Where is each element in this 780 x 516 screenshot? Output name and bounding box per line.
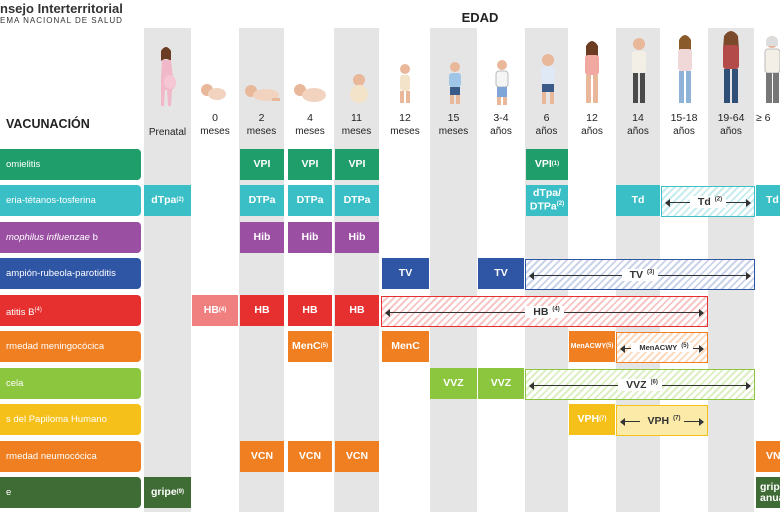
column-2-meses: [239, 28, 284, 512]
row-label-enfermedad-meningococica: rmedad meningocócica: [0, 331, 141, 362]
cell-vpi-11m: VPI: [335, 149, 379, 180]
org-subtitle: EMA NACIONAL DE SALUD: [0, 16, 123, 25]
cell-vpi-6a: VPI(1): [526, 149, 568, 180]
newborn-icon: [201, 84, 226, 100]
child-15-months-icon: [449, 62, 461, 104]
column-11-meses: [334, 28, 379, 512]
edad-heading: EDAD: [461, 10, 499, 25]
cell-gripe-65a: gripanua: [756, 477, 780, 508]
child-3-4-years-icon: [495, 60, 509, 105]
baby-11-months-icon: [350, 74, 368, 103]
cell-vcn-4m: VCN: [288, 441, 332, 472]
cell-hib-11m: Hib: [335, 222, 379, 253]
baby-2-months-icon: [245, 85, 280, 101]
range-vph-14-18a: VPH(7): [616, 405, 708, 436]
teen-14-years-icon: [632, 38, 646, 103]
cell-hib-2m: Hib: [240, 222, 284, 253]
cell-menc-12m: MenC: [382, 331, 429, 362]
adult-19-64-years-icon: [723, 31, 739, 103]
row-label-difteria-tetanos-tosferina: eria-tétanos-tosferina: [0, 185, 141, 216]
range-hb-12m-18a: HB(4): [381, 296, 708, 327]
cell-vph-12a: VPH(7): [569, 404, 615, 435]
child-6-years-icon: [541, 54, 555, 104]
cell-td-65a: Td: [756, 185, 780, 216]
row-label-virus-papiloma-humano: s del Papiloma Humano: [0, 404, 141, 435]
row-label-varicela: cela: [0, 368, 141, 399]
cell-vcn-11m: VCN: [335, 441, 379, 472]
baby-4-months-icon: [294, 84, 326, 102]
elderly-icon: [764, 36, 780, 103]
age-prenatal: Prenatal: [148, 127, 187, 138]
row-label-haemophilus-influenzae-b: mophilus influenzae b: [0, 222, 141, 253]
cell-td-14a: Td: [616, 185, 660, 216]
column-15-meses: [430, 28, 477, 512]
cell-hib-4m: Hib: [288, 222, 332, 253]
cell-hb-4m: HB: [288, 295, 332, 326]
cell-vn-65a: VN: [756, 441, 780, 472]
cell-tv-12m: TV: [382, 258, 429, 289]
cell-hb-2m: HB: [240, 295, 284, 326]
cell-dtpa-11m: DTPa: [335, 185, 379, 216]
range-vvz-6-64a: VVZ(6): [525, 369, 755, 400]
row-label-poliomielitis: omielitis: [0, 149, 141, 180]
row-label-gripe: e: [0, 477, 141, 508]
cell-tv-3-4a: TV: [478, 258, 524, 289]
cell-vpi-4m: VPI: [288, 149, 332, 180]
range-td-15-64a: Td(2): [661, 186, 755, 217]
child-12-years-icon: [585, 41, 599, 103]
org-title: nsejo Interterritorial: [0, 1, 123, 16]
row-label-hepatitis-b: atitis B(4): [0, 295, 141, 326]
vacunacion-heading: VACUNACIÓN: [6, 117, 90, 131]
cell-gripe-prenatal: gripe(9): [144, 477, 191, 508]
cell-hb-11m: HB: [335, 295, 379, 326]
cell-vpi-2m: VPI: [240, 149, 284, 180]
age-65-plus: ≥ 6: [756, 112, 771, 124]
pregnant-woman-icon: [161, 47, 176, 106]
range-menacwy-14-18a: MenACWY(5): [616, 332, 708, 363]
cell-menc-4m: MenC(5): [288, 331, 332, 362]
row-label-enfermedad-neumococica: rmedad neumocócica: [0, 441, 141, 472]
range-tv-6-64a: TV(3): [525, 259, 755, 290]
cell-dtpa-prenatal: dTpa(2): [144, 185, 191, 216]
cell-dtpa-6a: dTpa/DTPa(2): [526, 185, 568, 216]
cell-dtpa-4m: DTPa: [288, 185, 332, 216]
cell-hb-0m: HB(4): [192, 295, 238, 326]
row-label-sarampion-rubeola-parotiditis: ampión-rubeola-parotiditis: [0, 258, 141, 289]
cell-menacwy-12a: MenACWY(5): [569, 331, 615, 362]
cell-vvz-3-4a: VVZ: [478, 368, 524, 399]
column-prenatal: [144, 28, 191, 512]
teen-15-18-years-icon: [678, 35, 692, 103]
cell-vcn-2m: VCN: [240, 441, 284, 472]
cell-vvz-15m: VVZ: [430, 368, 477, 399]
toddler-12-months-icon: [400, 64, 410, 103]
cell-dtpa-2m: DTPa: [240, 185, 284, 216]
